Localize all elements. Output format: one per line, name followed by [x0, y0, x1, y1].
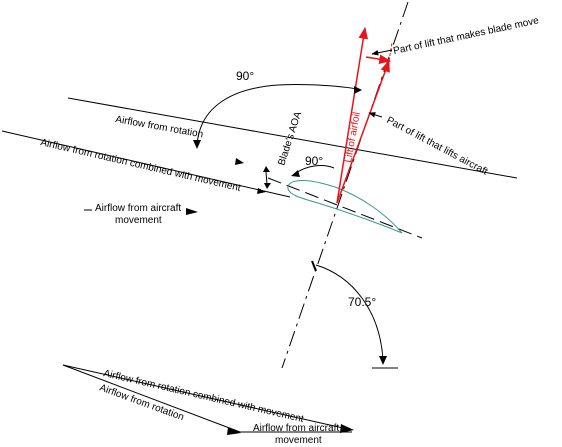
airflow-aircraft-label-2: movement: [115, 215, 162, 226]
angle-arc-mid: [295, 165, 335, 174]
bottom-aircraft-label-1: Airflow from aircraft: [253, 423, 339, 434]
angle-arc-top-arrow-left: [193, 140, 201, 149]
axis-tick-mark: [311, 260, 317, 272]
lift-moves-blade-label: Part of lift that makes blade move: [392, 15, 540, 57]
angle-arc-mid-arrow: [291, 170, 300, 177]
lift-of-airfoil-label: Lift of airfoil: [343, 111, 363, 163]
bottom-rotation-arrow: [227, 427, 241, 435]
angle-arc-top-arrow-right: [354, 86, 362, 94]
airflow-rotation-arrow: [235, 158, 244, 165]
angle-label-bottom: 70.5°: [348, 295, 376, 309]
bottom-combined-arrow: [340, 424, 354, 433]
lift-lifts-aircraft-label: Part of lift that lifts aircraft: [385, 115, 490, 178]
aoa-arc: [265, 171, 268, 185]
airflow-combined-arrow: [257, 188, 266, 194]
airflow-aircraft-arrow: [186, 208, 198, 215]
airfoil-shape: [287, 180, 403, 234]
bottom-rotation-line: [62, 364, 241, 433]
bottom-aircraft-label-2: movement: [275, 435, 322, 446]
airflow-rotation-label: Airflow from rotation: [114, 114, 203, 140]
aoa-arrow-bottom: [264, 183, 271, 189]
lift-moves-blade-vector: [365, 54, 392, 64]
leader-lifts-aircraft: [368, 112, 383, 118]
airflow-rotation-line: [67, 97, 518, 179]
angle-arc-bottom: [315, 264, 384, 361]
lift-lifts-aircraft-vector: [336, 59, 390, 204]
airflow-aircraft-label-1: Airflow from aircraft: [95, 203, 181, 214]
aoa-arrow-top: [263, 166, 270, 172]
bottom-combined-line: [62, 364, 353, 431]
chord-line: [267, 177, 423, 239]
lift-vertical-guide: [388, 42, 393, 62]
lift-of-airfoil-vector: [336, 26, 369, 204]
angle-label-top: 90°: [236, 69, 254, 83]
airflow-combined-line: [1, 130, 291, 198]
rotation-axis-line: [281, 1, 409, 369]
angle-label-mid: 90°: [305, 154, 323, 168]
blade-aoa-label: Blade's AOA: [276, 110, 304, 167]
angle-arc-top: [196, 84, 361, 146]
airflow-combined-label: Airflow from rotation combined with move…: [39, 137, 242, 194]
leader-blade-move: [371, 49, 393, 56]
angle-arc-bottom-arrow: [379, 356, 387, 365]
